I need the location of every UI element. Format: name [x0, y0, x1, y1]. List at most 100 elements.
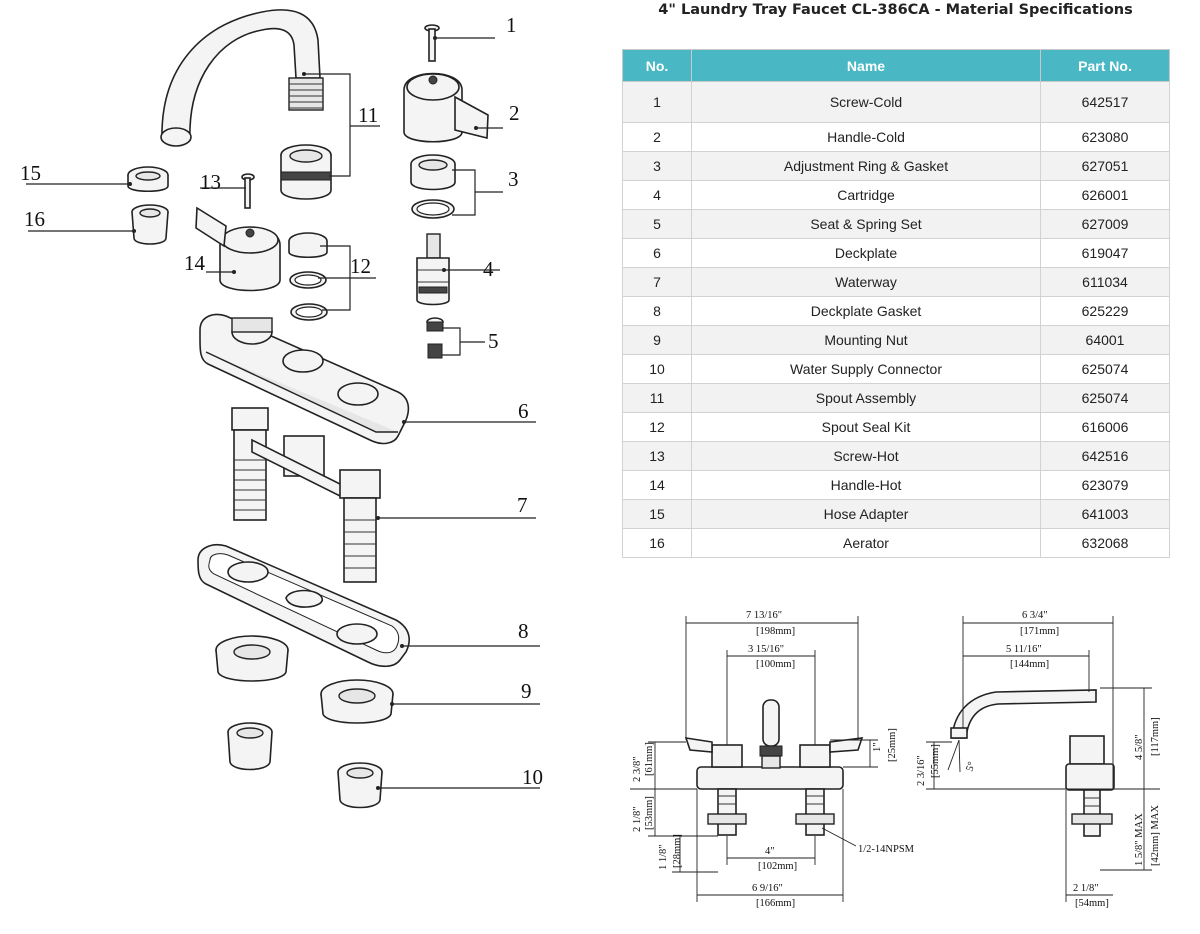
front-overall-width: 7 13/16" [746, 610, 782, 621]
callout-2: 2 [509, 101, 520, 125]
callout-11: 11 [358, 103, 378, 127]
cell-name: Handle-Hot [691, 470, 1041, 500]
seat-spring-part [426, 317, 444, 359]
front-left-height: 2 3/8" [632, 756, 643, 782]
callout-12: 12 [350, 254, 371, 278]
front-centers: 4" [765, 846, 775, 857]
side-max-depth: 1 5/8" MAX [1134, 813, 1145, 866]
front-left-height-mm: [61mm] [644, 742, 655, 776]
side-base-mm: [54mm] [1075, 898, 1109, 909]
front-centers-mm: [102mm] [758, 861, 797, 872]
callout-15: 15 [20, 161, 41, 185]
front-view-drawing [630, 616, 878, 902]
callout-9: 9 [521, 679, 532, 703]
callout-13: 13 [200, 170, 221, 194]
side-base: 2 1/8" [1073, 883, 1099, 894]
water-supply-connector-part [227, 722, 383, 809]
side-overall-height: 4 5/8" [1134, 734, 1145, 760]
spec-title: 4" Laundry Tray Faucet CL-386CA - Materi… [658, 2, 1133, 18]
adjustment-ring-part [410, 154, 456, 219]
deckplate-gasket-part [197, 544, 410, 668]
cell-part: 642516 [1040, 441, 1170, 471]
handle-hot-part [195, 206, 281, 292]
cell-no: 1 [622, 81, 692, 123]
cell-name: Waterway [691, 267, 1041, 297]
side-max-depth-mm: [42mm] MAX [1150, 805, 1161, 866]
cell-part: 632068 [1040, 528, 1170, 558]
cell-part: 642517 [1040, 81, 1170, 123]
cell-part: 625074 [1040, 354, 1170, 384]
front-shank-mm: [53mm] [644, 796, 655, 830]
side-spout-height-mm: [55mm] [930, 744, 941, 778]
cell-name: Water Supply Connector [691, 354, 1041, 384]
callout-10: 10 [522, 765, 543, 789]
front-bottom: 1 1/8" [658, 844, 669, 870]
cell-part: 625229 [1040, 296, 1170, 326]
spout-seal-kit-part [288, 232, 328, 321]
cell-name: Aerator [691, 528, 1041, 558]
table-header-row: No. Name Part No. [622, 49, 1170, 82]
side-reach-inner-mm: [144mm] [1010, 659, 1049, 670]
cell-part: 627009 [1040, 209, 1170, 239]
cell-no: 12 [622, 412, 692, 442]
cell-no: 5 [622, 209, 692, 239]
cell-no: 4 [622, 180, 692, 210]
cell-name: Spout Seal Kit [691, 412, 1041, 442]
cell-part: 611034 [1040, 267, 1170, 297]
handle-cold-part [403, 72, 489, 143]
hose-adapter-part [127, 166, 169, 193]
front-handle-height: 1" [872, 742, 883, 752]
cell-no: 16 [622, 528, 692, 558]
cell-no: 9 [622, 325, 692, 355]
cell-part: 623080 [1040, 122, 1170, 152]
cell-part: 641003 [1040, 499, 1170, 529]
front-overall-width-mm: [198mm] [756, 626, 795, 637]
front-shank: 2 1/8" [632, 806, 643, 832]
cell-name: Seat & Spring Set [691, 209, 1041, 239]
spout-assembly-part [160, 9, 332, 200]
cell-name: Mounting Nut [691, 325, 1041, 355]
callout-5: 5 [488, 329, 499, 353]
cell-part: 616006 [1040, 412, 1170, 442]
cell-no: 6 [622, 238, 692, 268]
mounting-nut-part [215, 635, 394, 724]
cell-no: 8 [622, 296, 692, 326]
side-reach: 6 3/4" [1022, 610, 1048, 621]
side-reach-mm: [171mm] [1020, 626, 1059, 637]
cell-no: 15 [622, 499, 692, 529]
front-bottom-mm: [28mm] [672, 834, 683, 868]
callout-6: 6 [518, 399, 529, 423]
cell-part: 619047 [1040, 238, 1170, 268]
cell-name: Deckplate Gasket [691, 296, 1041, 326]
side-reach-inner: 5 11/16" [1006, 644, 1042, 655]
cell-name: Handle-Cold [691, 122, 1041, 152]
aerator-part [131, 204, 169, 245]
header-name: Name [691, 49, 1041, 82]
cell-no: 10 [622, 354, 692, 384]
cell-part: 64001 [1040, 325, 1170, 355]
callout-7: 7 [517, 493, 528, 517]
header-part-no: Part No. [1040, 49, 1170, 82]
cell-no: 14 [622, 470, 692, 500]
screw-hot-part [241, 173, 255, 209]
cell-no: 2 [622, 122, 692, 152]
cell-name: Hose Adapter [691, 499, 1041, 529]
callout-8: 8 [518, 619, 529, 643]
front-inner-width: 3 15/16" [748, 644, 784, 655]
leader-lines [26, 36, 540, 790]
cell-name: Cartridge [691, 180, 1041, 210]
callout-14: 14 [184, 251, 206, 275]
